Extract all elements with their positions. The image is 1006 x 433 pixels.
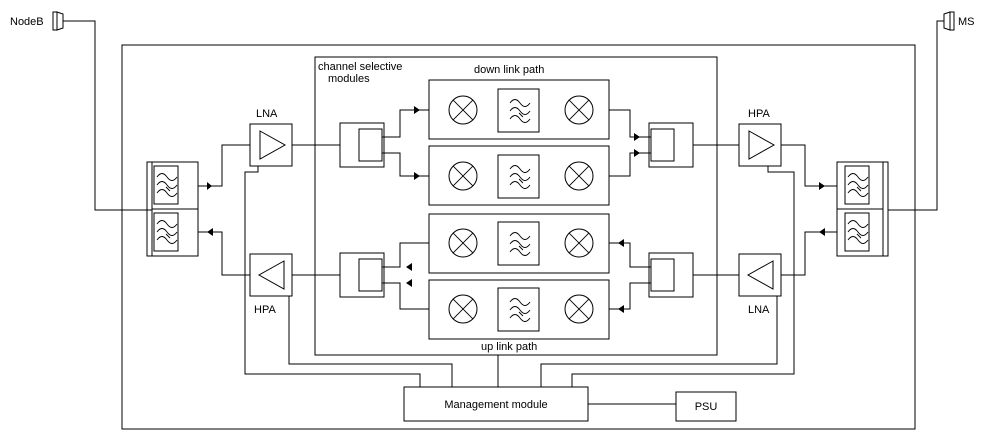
- ms-label: MS: [958, 16, 975, 28]
- arrow-icon: [414, 106, 420, 114]
- hpa-right: [738, 123, 782, 167]
- mixer-icon: [448, 95, 478, 125]
- bandpass-filter-icon: [497, 221, 540, 266]
- management-bus: [244, 166, 795, 405]
- arrow-icon: [634, 149, 640, 157]
- psu-label: PSU: [695, 401, 718, 413]
- management-module-label: Management module: [444, 399, 547, 411]
- arrow-icon: [618, 239, 624, 247]
- right-duplexer: [836, 161, 889, 257]
- bandpass-filter-icon: [497, 88, 540, 133]
- left-duplexer: [146, 161, 199, 257]
- psu: [675, 391, 737, 422]
- arrow-icon: [207, 228, 213, 236]
- channel-module-3: [428, 213, 610, 274]
- lna-right-label: LNA: [748, 304, 770, 316]
- splitter-icon: [648, 122, 694, 168]
- bandpass-filter-icon: [497, 154, 540, 199]
- channel-selective-label-2: modules: [328, 73, 370, 85]
- channel-module-4: [428, 279, 610, 340]
- arrow-icon: [819, 228, 825, 236]
- hpa-right-label: HPA: [748, 108, 770, 120]
- channel-selective-label: channel selective: [318, 61, 402, 73]
- bandpass-filter-icon: [153, 212, 179, 252]
- nodeb-cable: [63, 20, 152, 211]
- mixer-icon: [564, 294, 594, 324]
- bandpass-filter-icon: [497, 287, 540, 332]
- lna-right: [738, 253, 782, 297]
- up-link-path-label: up link path: [481, 341, 537, 353]
- mixer-icon: [564, 228, 594, 258]
- down-link-path-label: down link path: [474, 64, 544, 76]
- management-module: [403, 386, 589, 422]
- channel-selective-enclosure: [314, 56, 718, 356]
- mixer-icon: [448, 161, 478, 191]
- mixer-icon: [448, 294, 478, 324]
- lna-left-label: LNA: [256, 108, 278, 120]
- bandpass-filter-icon: [844, 212, 870, 252]
- bandpass-filter-icon: [153, 165, 179, 205]
- bandpass-filter-icon: [844, 165, 870, 205]
- splitter-icon: [339, 122, 385, 168]
- mixer-icon: [564, 161, 594, 191]
- arrow-icon: [406, 279, 412, 287]
- splitter-icon: [648, 252, 694, 298]
- ms-cable: [888, 20, 944, 211]
- nodeb-label: NodeB: [10, 16, 44, 28]
- mixer-icon: [564, 95, 594, 125]
- arrow-icon: [634, 133, 640, 141]
- splitter-icon: [339, 252, 385, 298]
- arrow-icon: [618, 305, 624, 313]
- arrow-icon: [414, 172, 420, 180]
- hpa-left-label: HPA: [254, 304, 276, 316]
- channel-module-2: [428, 145, 610, 206]
- hpa-left: [249, 253, 293, 297]
- arrow-icon: [819, 182, 825, 190]
- antenna-icon: [52, 11, 64, 31]
- antenna-icon: [943, 11, 955, 31]
- repeater-enclosure: [121, 44, 916, 430]
- mixer-icon: [448, 228, 478, 258]
- lna-left: [249, 123, 293, 167]
- arrow-icon: [406, 263, 412, 271]
- arrow-icon: [207, 182, 212, 190]
- channel-module-1: [428, 79, 610, 140]
